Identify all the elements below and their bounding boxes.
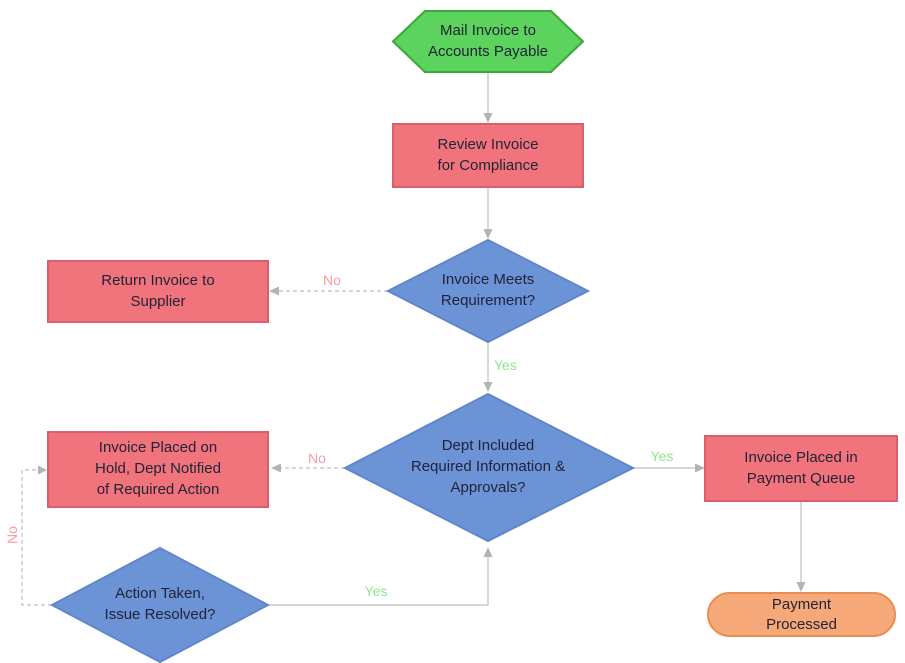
edge-queue-processed-arrowhead	[796, 582, 806, 592]
edge-action-dept-line	[268, 556, 489, 606]
edge-action-hold-arrowhead	[38, 465, 47, 475]
node-decision-meets-diamond	[385, 238, 591, 344]
edge-action-dept-arrowhead	[483, 547, 493, 557]
node-hold-process	[47, 431, 269, 508]
node-payment-queue-process	[704, 435, 898, 502]
edge-dept-hold-arrowhead	[271, 463, 281, 473]
node-start-hexagon	[391, 10, 585, 73]
node-payment-processed-terminator	[707, 592, 896, 637]
node-decision-dept-diamond	[342, 392, 636, 543]
node-review-process	[392, 123, 584, 188]
edge-dept-queue-arrowhead	[695, 463, 705, 473]
edge-action-hold-line	[21, 469, 52, 606]
edge-start-review-arrowhead	[483, 113, 493, 123]
node-decision-action-diamond	[49, 546, 271, 663]
edge-review-meets-arrowhead	[483, 229, 493, 239]
edge-meets-return-arrowhead	[269, 286, 279, 296]
edge-meets-dept-arrowhead	[483, 382, 493, 392]
node-return-supplier-process	[47, 260, 269, 323]
